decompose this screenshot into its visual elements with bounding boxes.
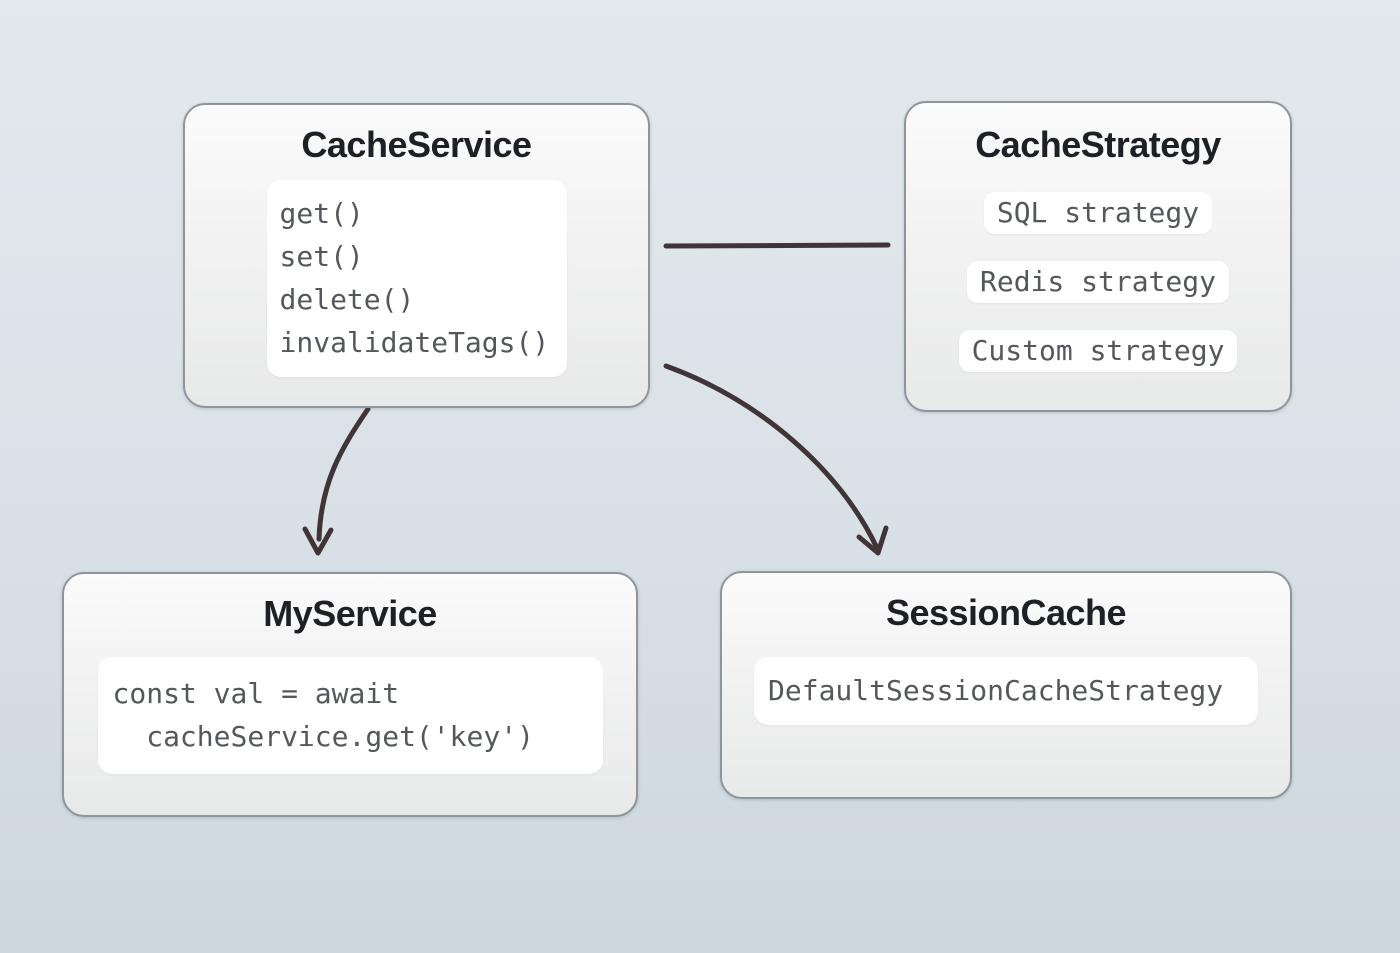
node-title-cache-service: CacheService bbox=[301, 124, 532, 165]
code-line: cacheService.get('key') bbox=[112, 720, 534, 753]
edge-cacheservice-cachestrategy bbox=[663, 242, 891, 249]
node-title-session-cache: SessionCache bbox=[885, 592, 1127, 633]
method-item: delete() bbox=[279, 283, 415, 316]
node-title-cache-strategy: CacheStrategy bbox=[975, 124, 1221, 165]
session-cache-strategy-panel: DefaultSessionCacheStrategy bbox=[754, 657, 1258, 725]
code-line: const val = await bbox=[112, 677, 400, 710]
strategy-item: SQL strategy bbox=[983, 192, 1213, 234]
arrowhead-sessioncache-icon bbox=[856, 525, 889, 556]
cache-service-methods-panel: get() set() delete() invalidateTags() bbox=[266, 180, 567, 377]
edge-cacheservice-myservice bbox=[316, 406, 371, 542]
method-item: get() bbox=[279, 197, 364, 230]
node-cache-strategy: CacheStrategy SQL strategy Redis strateg… bbox=[904, 101, 1292, 412]
strategy-item: Redis strategy bbox=[966, 261, 1229, 303]
node-cache-service: CacheService get() set() delete() invali… bbox=[183, 103, 650, 408]
my-service-code-panel: const val = await cacheService.get('key'… bbox=[97, 657, 603, 774]
strategy-item: Custom strategy bbox=[958, 330, 1238, 372]
method-item: set() bbox=[279, 240, 364, 273]
node-my-service: MyService const val = await cacheService… bbox=[62, 572, 638, 817]
strategy-list: SQL strategy Redis strategy Custom strat… bbox=[958, 192, 1238, 372]
arrowhead-myservice-icon bbox=[302, 526, 334, 556]
node-session-cache: SessionCache DefaultSessionCacheStrategy bbox=[720, 571, 1292, 799]
node-title-my-service: MyService bbox=[263, 593, 437, 634]
edge-cacheservice-sessioncache bbox=[663, 363, 880, 551]
strategy-name: DefaultSessionCacheStrategy bbox=[768, 674, 1224, 707]
method-item: invalidateTags() bbox=[279, 326, 550, 359]
